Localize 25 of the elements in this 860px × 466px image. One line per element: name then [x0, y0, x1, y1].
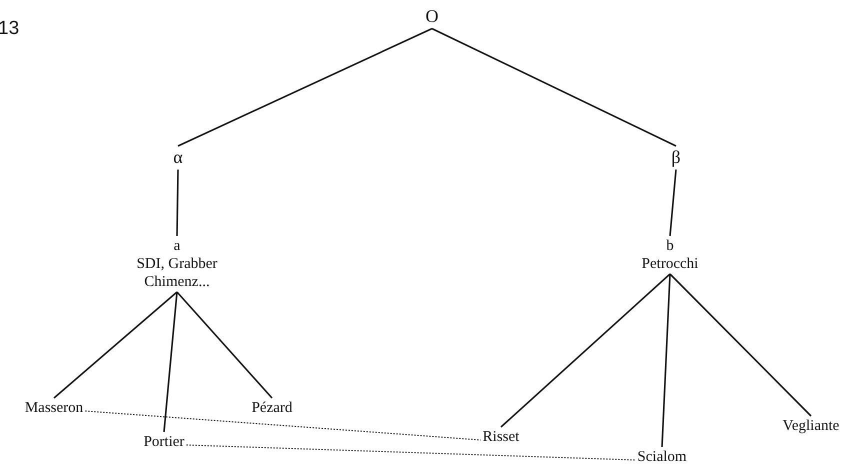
- node-label: β: [671, 147, 681, 169]
- tree-line: [178, 28, 432, 147]
- editor-name: Pézard: [252, 399, 292, 417]
- editor-name: Scialom: [637, 448, 687, 466]
- dotted-line: [84, 410, 482, 440]
- tree-line: [669, 170, 677, 236]
- tree-line: [500, 273, 671, 428]
- tree-line: [661, 274, 671, 448]
- editor-name: Masseron: [24, 399, 84, 417]
- node-label: O: [426, 6, 438, 28]
- tree-line: [163, 292, 178, 432]
- tree-line: [669, 273, 812, 417]
- node-label: α: [173, 147, 183, 169]
- tree-line: [53, 291, 178, 399]
- editor-name: Petrocchi: [642, 255, 698, 273]
- editor-name: SDI, Grabber Chimenz...: [136, 255, 218, 291]
- editor-name: Vegliante: [782, 417, 840, 435]
- dotted-line: [186, 444, 636, 460]
- node-label: b: [666, 237, 674, 255]
- tree-line: [432, 28, 676, 147]
- editor-name: Portier: [144, 433, 184, 451]
- tree-line: [176, 170, 179, 236]
- node-label: a: [174, 237, 180, 255]
- tree-line: [176, 291, 273, 399]
- editor-name: Risset: [482, 428, 520, 446]
